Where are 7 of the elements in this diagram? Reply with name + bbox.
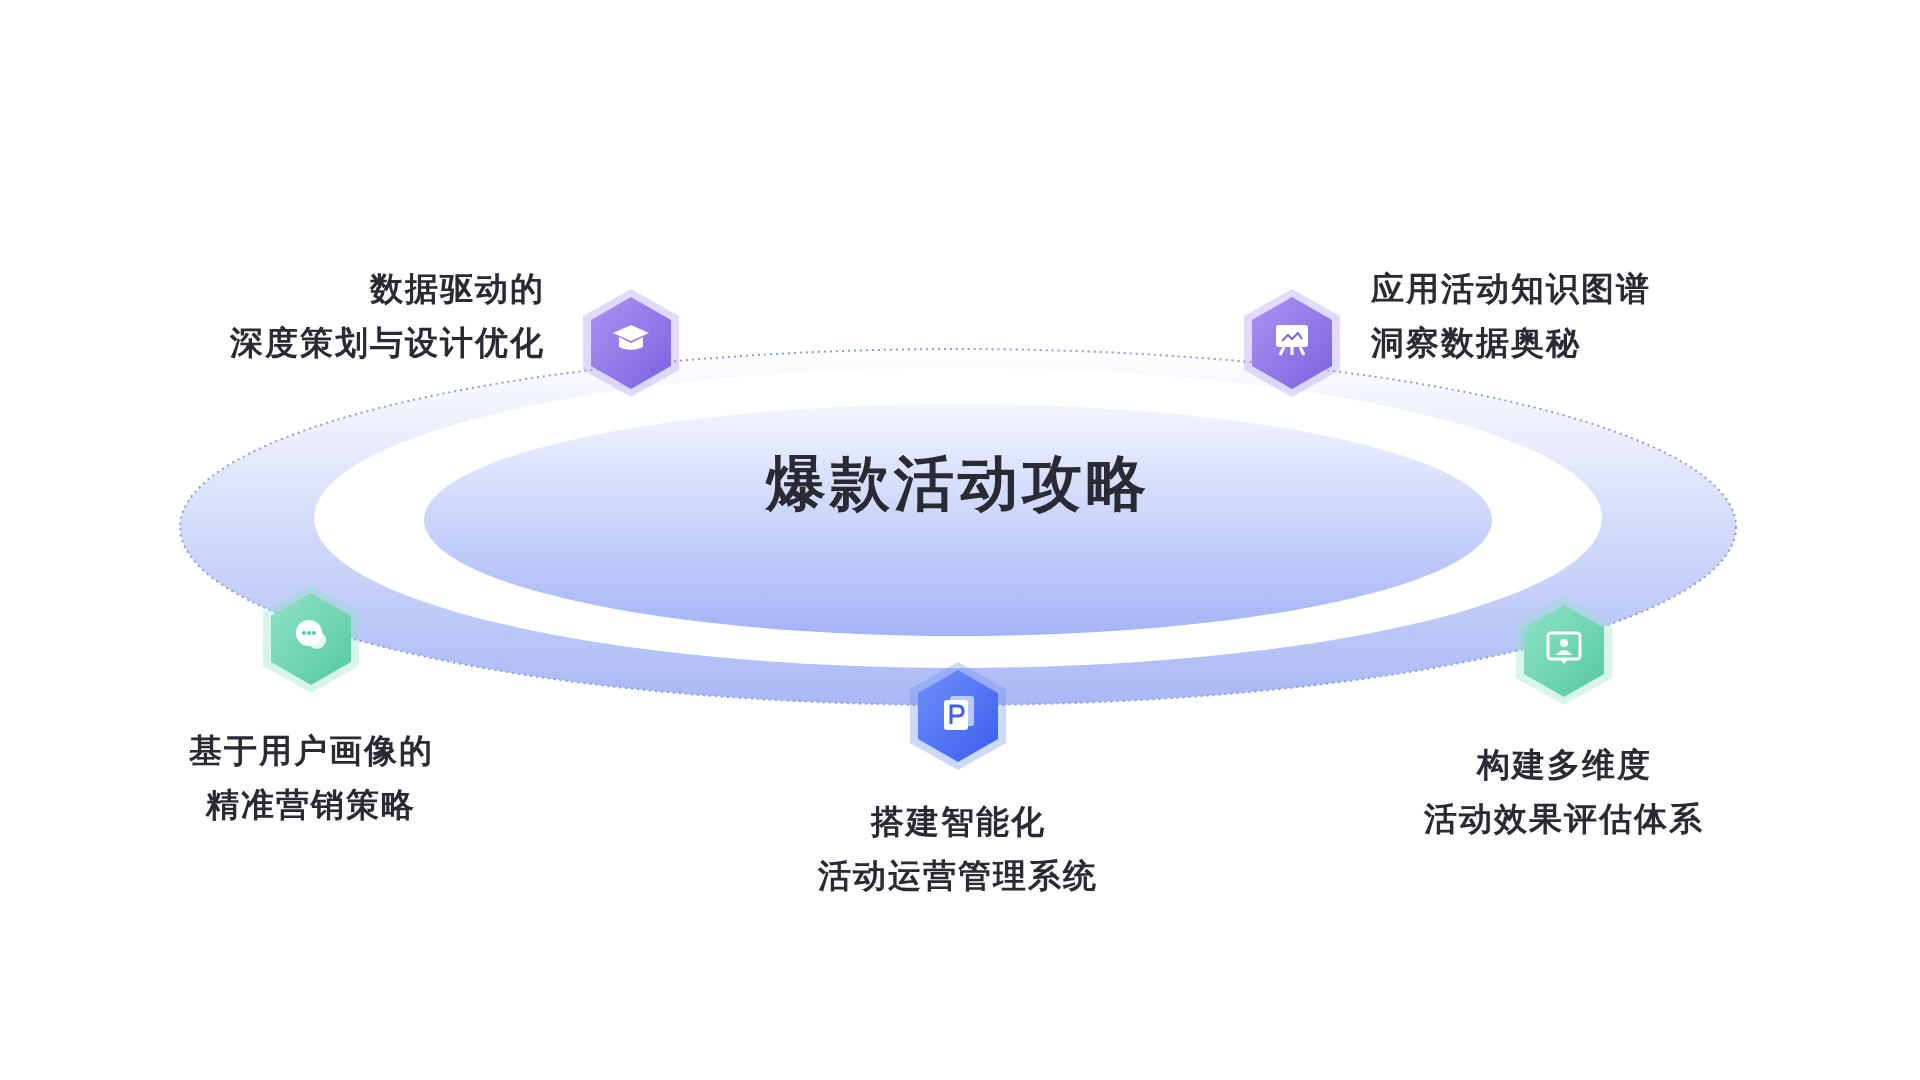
caption-text: 数据驱动的深度策划与设计优化 [230,268,545,364]
caption-text: 搭建智能化活动运营管理系统 [818,801,1098,897]
caption-text: 应用活动知识图谱洞察数据奥秘 [1371,268,1651,364]
center-ellipse [424,404,1492,636]
caption-text: 构建多维度活动效果评估体系 [1424,744,1704,840]
caption-text: 基于用户画像的精准营销策略 [188,730,434,826]
center-title: 爆款活动攻略 [766,447,1150,520]
